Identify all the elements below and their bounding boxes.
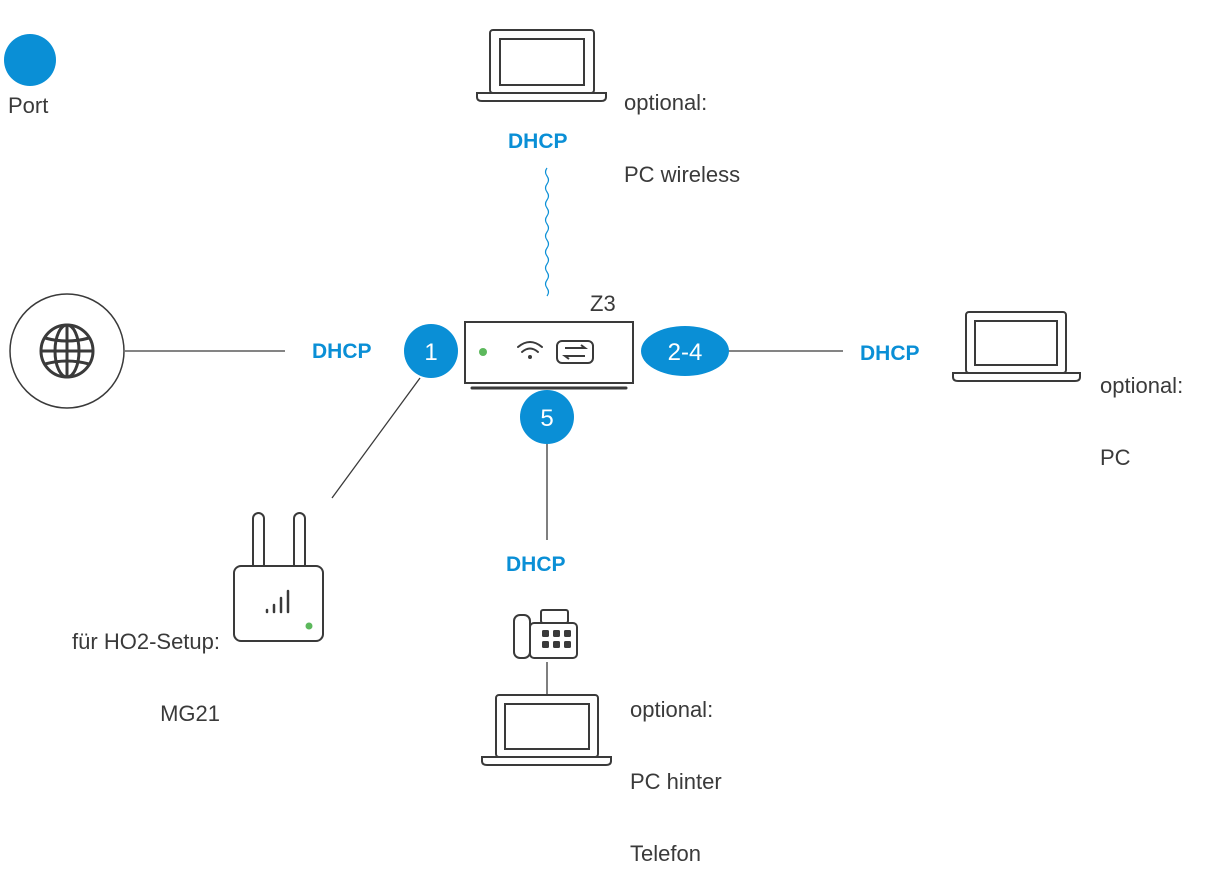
globe-icon bbox=[9, 293, 125, 409]
wireless-pc-label: optional: PC wireless bbox=[624, 90, 741, 187]
modem-icon bbox=[233, 512, 324, 642]
wifi-icon bbox=[517, 341, 543, 359]
phone-pc-label: optional: PC hinter Telefon bbox=[630, 697, 722, 866]
transfer-icon bbox=[556, 340, 594, 364]
router-label: Z3 bbox=[590, 291, 616, 316]
port-2-4-label: 2-4 bbox=[667, 339, 703, 366]
dhcp-phone-label: DHCP bbox=[506, 553, 566, 576]
port-2-4-marker bbox=[641, 326, 729, 376]
router-device bbox=[464, 321, 634, 390]
legend-label: Port bbox=[8, 93, 49, 118]
modem-led bbox=[305, 622, 313, 630]
port-1-marker bbox=[404, 324, 458, 378]
laptop-wireless-icon bbox=[476, 29, 607, 102]
router-led bbox=[479, 348, 487, 356]
dhcp-lan-label: DHCP bbox=[860, 342, 920, 365]
laptop-lan-icon bbox=[952, 311, 1081, 382]
legend-port-dot bbox=[4, 34, 56, 86]
laptop-phone-pc-icon bbox=[481, 694, 612, 766]
phone-icon bbox=[513, 609, 578, 659]
port-5-marker bbox=[520, 390, 574, 444]
lan-pc-label: optional: PC bbox=[1100, 373, 1184, 470]
port-1-label: 1 bbox=[424, 339, 438, 366]
wireless-link-line bbox=[544, 167, 550, 297]
dhcp-wireless-label: DHCP bbox=[508, 130, 568, 153]
signal-bars-icon bbox=[265, 589, 290, 614]
dhcp-wan-label: DHCP bbox=[312, 340, 372, 363]
port-5-label: 5 bbox=[540, 405, 554, 432]
modem-label: für HO2-Setup: MG21 bbox=[72, 629, 220, 726]
modem-link-line bbox=[331, 377, 421, 499]
